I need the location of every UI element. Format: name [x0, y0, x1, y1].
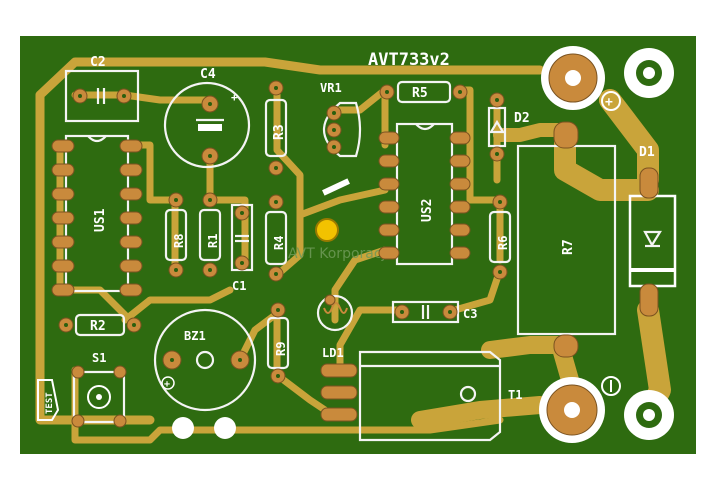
capacitor-c1: C1 [230, 203, 254, 293]
label-c1: C1 [232, 279, 246, 293]
label-r3: R3 [272, 124, 287, 140]
mount-hole-positive: + [541, 46, 674, 111]
label-bz1: BZ1 [184, 329, 206, 343]
mount-screw [315, 178, 350, 242]
board-title: AVT733v2 [368, 50, 450, 70]
mount-hole-negative [539, 376, 674, 443]
diode-d2: D2 [487, 92, 530, 162]
svg-text:+: + [164, 379, 170, 390]
capacitor-c3: C3 [391, 300, 477, 324]
label-d1: D1 [639, 145, 655, 160]
label-r6: R6 [496, 236, 510, 250]
resistor-r2: R2 [58, 313, 142, 337]
label-r8: R8 [172, 234, 186, 248]
sensor-ld1: LD1 [316, 294, 354, 360]
ic-us1: US1 [51, 134, 143, 297]
svg-text:+: + [605, 95, 613, 110]
resistor-r3: R3 [264, 80, 288, 176]
resistor-r6: R6 [488, 194, 512, 280]
ic-us2: US2 [378, 122, 471, 266]
resistor-r8: R8 [164, 192, 188, 278]
capacitor-c4: + C4 [163, 67, 251, 169]
label-ld1: LD1 [322, 346, 344, 360]
buzzer-bz1: + BZ1 [153, 308, 257, 412]
resistor-r5: R5 [379, 80, 468, 104]
label-c4: C4 [200, 67, 216, 82]
label-r1: R1 [206, 234, 220, 248]
label-r7: R7 [561, 239, 576, 255]
watermark: AVT Korporacja [288, 246, 394, 262]
resistor-r7: R7 [516, 121, 617, 358]
resistor-r1: R1 [198, 192, 222, 278]
transistor-t1: T1 [320, 350, 522, 442]
label-s1: S1 [92, 351, 106, 365]
diode-d1: D1 [628, 145, 677, 317]
label-us1: US1 [93, 208, 108, 232]
potentiometer-vr1: VR1 [320, 81, 362, 158]
label-r9: R9 [274, 342, 288, 356]
label-vr1: VR1 [320, 81, 342, 95]
label-r5: R5 [412, 86, 428, 101]
svg-text:+: + [231, 91, 238, 104]
capacitor-c2: C2 [64, 55, 140, 123]
label-c3: C3 [463, 307, 477, 321]
label-t1: T1 [508, 388, 522, 402]
test-label: TEST [45, 392, 55, 414]
label-us2: US2 [420, 199, 435, 222]
label-r2: R2 [90, 319, 106, 334]
resistor-r4: R4 [264, 194, 288, 282]
label-r4: R4 [272, 236, 286, 250]
label-d2: D2 [514, 111, 530, 126]
test-tag: TEST [37, 379, 60, 421]
label-c2: C2 [90, 55, 106, 70]
switch-s1: S1 [71, 351, 127, 428]
bottom-pads [172, 417, 236, 439]
resistor-r9: R9 [266, 302, 290, 384]
